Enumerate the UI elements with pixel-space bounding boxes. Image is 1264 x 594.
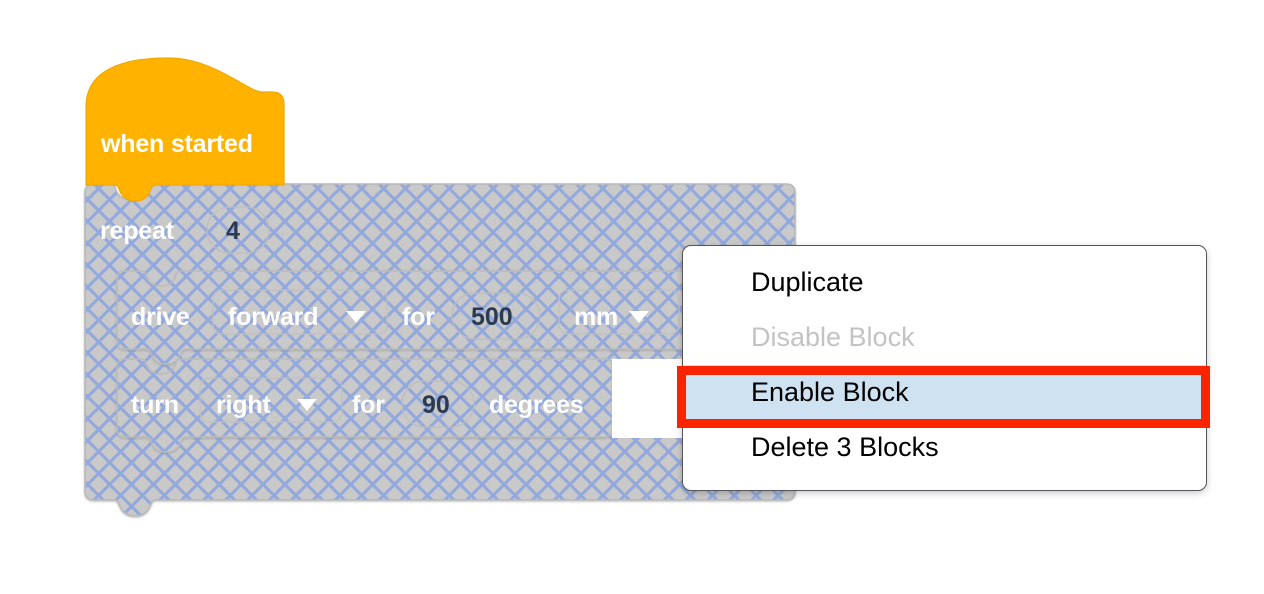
- menu-item-duplicate[interactable]: Duplicate: [751, 267, 864, 297]
- drive-distance-field[interactable]: [451, 292, 541, 340]
- workspace-gap: [612, 359, 683, 438]
- chevron-down-icon[interactable]: [297, 399, 317, 411]
- drive-units-dropdown[interactable]: [558, 289, 680, 335]
- block-when-started[interactable]: [85, 57, 285, 202]
- turn-direction-dropdown[interactable]: [199, 377, 343, 423]
- menu-item-enable-block[interactable]: Enable Block: [683, 365, 1206, 420]
- repeat-times-field[interactable]: [206, 206, 270, 254]
- chevron-down-icon[interactable]: [346, 311, 366, 323]
- menu-item-delete-blocks[interactable]: Delete 3 Blocks: [751, 432, 939, 462]
- block-context-menu[interactable]: Duplicate Disable Block Enable Block Del…: [682, 245, 1207, 491]
- drive-direction-dropdown[interactable]: [212, 289, 388, 335]
- chevron-down-icon[interactable]: [629, 311, 649, 323]
- turn-angle-field[interactable]: [401, 380, 475, 428]
- menu-item-disable-block: Disable Block: [751, 322, 915, 352]
